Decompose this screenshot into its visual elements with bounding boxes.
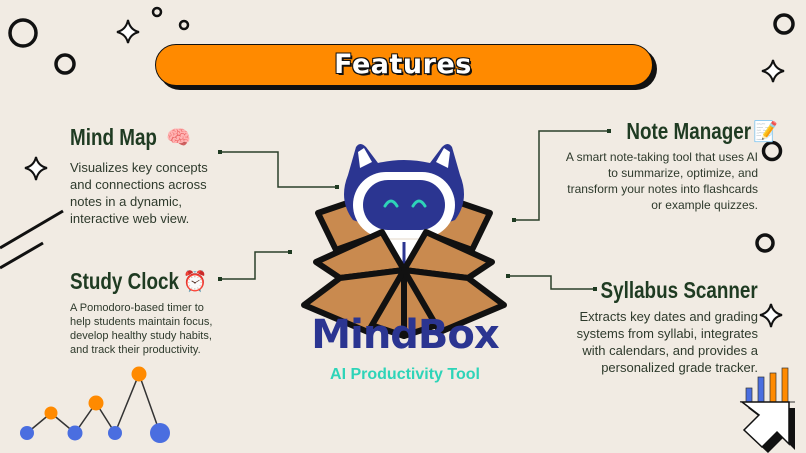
connector-note-manager [514,130,609,221]
slash-line [0,241,44,270]
sparkle-icon [761,59,785,83]
line-chart-decoration [20,366,170,443]
feature-title: Mind Map [70,124,157,150]
slash-line [0,209,64,250]
alarm-clock-icon: ⏰ [182,271,208,293]
feature-description: Extracts key dates and grading systems f… [576,309,758,375]
ring-icon [151,6,163,18]
feature-title: Study Clock [70,268,179,294]
feature-note-manager: Note Manager 📝 A smart note-taking tool … [560,118,778,213]
brain-icon: 🧠 [166,127,191,149]
sparkle-icon [116,19,140,44]
feature-description: A smart note-taking tool that uses AI to… [565,150,758,212]
connector-mind-map [220,151,337,188]
feature-description: Visualizes key concepts and connections … [70,160,208,226]
ring-icon [8,18,38,48]
sparkle-icon [759,303,783,328]
ring-icon [761,140,783,162]
feature-title: Syllabus Scanner [600,277,758,303]
ring-icon [773,13,795,35]
feature-syllabus-scanner: Syllabus Scanner Extracts key dates and … [560,277,758,376]
logo-wordmark: MindBox [311,312,499,358]
ring-icon [54,53,76,75]
feature-study-clock: Study Clock ⏰ A Pomodoro-based timer to … [70,268,240,357]
sparkle-icon [24,156,48,181]
ring-icon [178,19,190,31]
features-banner [155,44,653,86]
feature-mind-map: Mind Map 🧠 Visualizes key concepts and c… [70,124,240,227]
connector-study-clock [220,251,290,280]
feature-description: A Pomodoro-based timer to help students … [70,302,213,356]
memo-icon: 📝 [753,121,778,143]
feature-title: Note Manager [626,118,752,144]
banner-title: Features [334,49,472,80]
bar-chart-cursor-decoration [739,367,795,453]
ring-icon [755,233,775,253]
connector-syllabus [508,275,595,290]
mindbox-mascot [301,144,507,339]
logo-tagline: AI Productivity Tool [330,366,480,383]
